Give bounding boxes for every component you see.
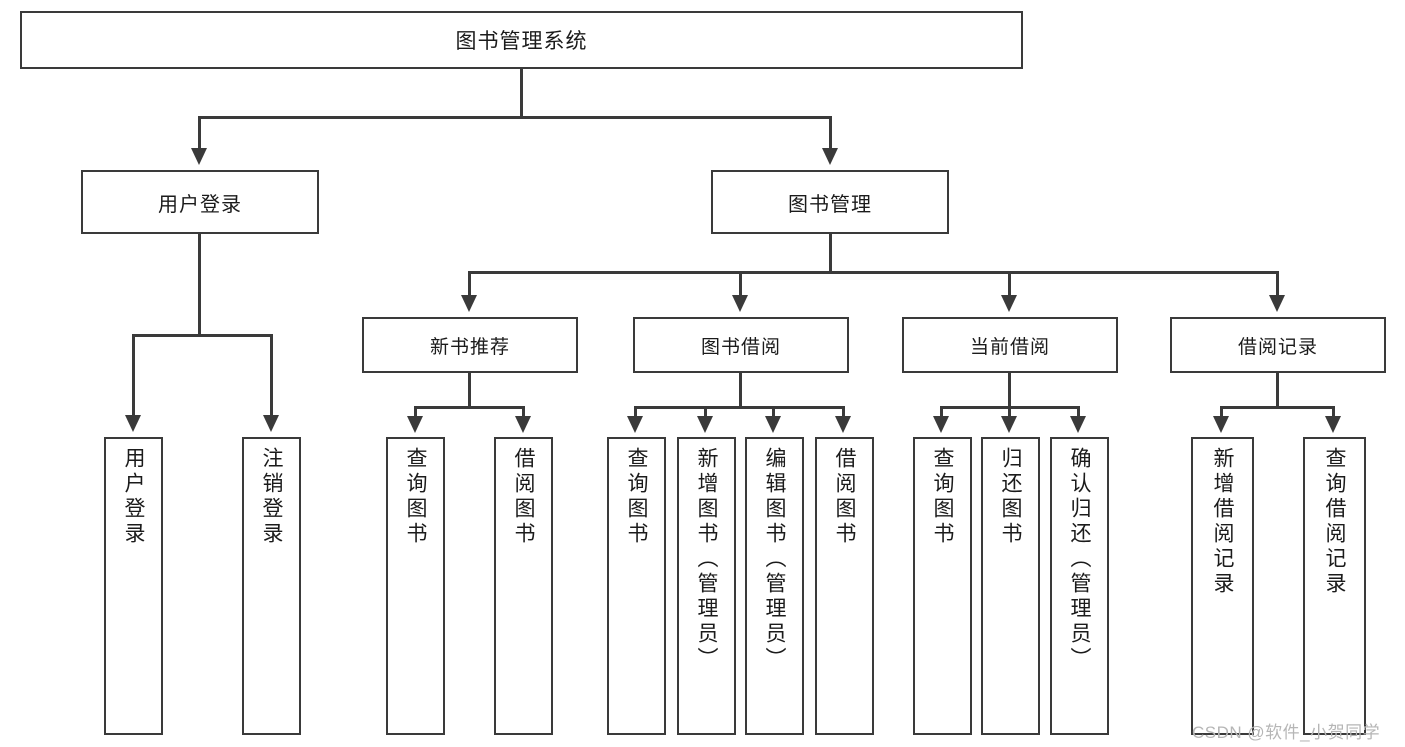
node-book-management[interactable]: 图书管理 xyxy=(711,170,949,234)
edge-current-borrow-to-leaf-0 xyxy=(940,406,943,418)
edge-root-trunk xyxy=(520,69,523,118)
edge-book-manage-to-lvl3-3 xyxy=(1276,271,1279,297)
leaf-current-borrow-2[interactable]: 确认归还（管理员） xyxy=(1050,437,1109,735)
leaf-new-book-1[interactable]: 借阅图书 xyxy=(494,437,553,735)
node-current-borrow[interactable]: 当前借阅 xyxy=(902,317,1118,373)
node-new-book-recommend[interactable]: 新书推荐 xyxy=(362,317,578,373)
arrow-book-manage-to-lvl3-3 xyxy=(1269,295,1285,312)
node-label: 确认归还（管理员） xyxy=(1068,447,1091,672)
leaf-book-borrow-2[interactable]: 编辑图书（管理员） xyxy=(745,437,804,735)
edge-book-borrow-to-leaf-0 xyxy=(634,406,637,418)
arrow-book-manage-to-lvl3-2 xyxy=(1001,295,1017,312)
node-user-login[interactable]: 用户登录 xyxy=(81,170,319,234)
edge-root-to-book-manage xyxy=(829,116,832,150)
arrow-borrow-record-to-leaf-1 xyxy=(1325,416,1341,433)
node-label: 查询图书 xyxy=(625,447,648,547)
edge-book-borrow-to-leaf-3 xyxy=(842,406,845,418)
node-label: 查询图书 xyxy=(404,447,427,547)
node-label: 查询借阅记录 xyxy=(1323,447,1346,597)
leaf-book-borrow-0[interactable]: 查询图书 xyxy=(607,437,666,735)
node-label: 当前借阅 xyxy=(969,336,1050,358)
leaf-user-login-0[interactable]: 用户登录 xyxy=(104,437,163,735)
edge-book-manage-bar xyxy=(468,271,1276,274)
edge-root-bar xyxy=(198,116,832,119)
leaf-current-borrow-1[interactable]: 归还图书 xyxy=(981,437,1040,735)
edge-borrow-record-to-leaf-1 xyxy=(1332,406,1335,418)
leaf-book-borrow-1[interactable]: 新增图书（管理员） xyxy=(677,437,736,735)
node-label: 图书管理系统 xyxy=(455,30,588,53)
node-label: 新书推荐 xyxy=(429,336,510,358)
edge-book-borrow-to-leaf-1 xyxy=(704,406,707,418)
arrow-user-login-to-leaf-0 xyxy=(125,415,141,432)
node-label: 编辑图书（管理员） xyxy=(763,447,786,672)
node-root-system[interactable]: 图书管理系统 xyxy=(20,11,1023,69)
arrow-new-book-to-leaf-1 xyxy=(515,416,531,433)
arrow-borrow-record-to-leaf-0 xyxy=(1213,416,1229,433)
edge-new-book-bar xyxy=(414,406,525,409)
node-label: 归还图书 xyxy=(999,447,1022,547)
node-label: 借阅记录 xyxy=(1237,336,1318,358)
edge-book-manage-trunk xyxy=(829,234,832,274)
node-label: 新增图书（管理员） xyxy=(695,447,718,672)
node-label: 用户登录 xyxy=(158,193,242,216)
arrow-book-borrow-to-leaf-2 xyxy=(765,416,781,433)
edge-current-borrow-trunk xyxy=(1008,373,1011,408)
leaf-borrow-record-1[interactable]: 查询借阅记录 xyxy=(1303,437,1366,735)
node-label: 图书借阅 xyxy=(700,336,781,358)
edge-current-borrow-to-leaf-1 xyxy=(1008,406,1011,418)
edge-borrow-record-to-leaf-0 xyxy=(1220,406,1223,418)
node-label: 借阅图书 xyxy=(512,447,535,547)
arrow-current-borrow-to-leaf-1 xyxy=(1001,416,1017,433)
leaf-borrow-record-0[interactable]: 新增借阅记录 xyxy=(1191,437,1254,735)
edge-book-manage-to-lvl3-1 xyxy=(739,271,742,297)
node-book-borrow[interactable]: 图书借阅 xyxy=(633,317,849,373)
leaf-new-book-0[interactable]: 查询图书 xyxy=(386,437,445,735)
node-label: 借阅图书 xyxy=(833,447,856,547)
edge-book-borrow-to-leaf-2 xyxy=(772,406,775,418)
edge-book-borrow-bar xyxy=(634,406,845,409)
arrow-current-borrow-to-leaf-0 xyxy=(933,416,949,433)
edge-borrow-record-trunk xyxy=(1276,373,1279,408)
edge-borrow-record-bar xyxy=(1220,406,1335,409)
arrow-book-borrow-to-leaf-0 xyxy=(627,416,643,433)
edge-user-login-to-leaf-0 xyxy=(132,334,135,417)
node-borrow-record[interactable]: 借阅记录 xyxy=(1170,317,1386,373)
edge-book-borrow-trunk xyxy=(739,373,742,408)
leaf-book-borrow-3[interactable]: 借阅图书 xyxy=(815,437,874,735)
node-label: 用户登录 xyxy=(122,447,145,547)
arrow-book-manage-to-lvl3-1 xyxy=(732,295,748,312)
leaf-user-login-1[interactable]: 注销登录 xyxy=(242,437,301,735)
edge-user-login-to-leaf-1 xyxy=(270,334,273,417)
edge-book-manage-to-lvl3-2 xyxy=(1008,271,1011,297)
edge-book-manage-to-lvl3-0 xyxy=(468,271,471,297)
edge-user-login-bar xyxy=(132,334,270,337)
edge-user-login-trunk xyxy=(198,234,201,337)
edge-root-to-user-login xyxy=(198,116,201,150)
arrow-book-borrow-to-leaf-3 xyxy=(835,416,851,433)
edge-new-book-to-leaf-1 xyxy=(522,406,525,418)
arrow-current-borrow-to-leaf-2 xyxy=(1070,416,1086,433)
arrow-user-login-to-leaf-1 xyxy=(263,415,279,432)
edge-new-book-to-leaf-0 xyxy=(414,406,417,418)
node-label: 注销登录 xyxy=(260,447,283,547)
arrow-book-borrow-to-leaf-1 xyxy=(697,416,713,433)
arrow-new-book-to-leaf-0 xyxy=(407,416,423,433)
arrow-book-manage-to-lvl3-0 xyxy=(461,295,477,312)
arrow-root-to-user-login xyxy=(191,148,207,165)
node-label: 新增借阅记录 xyxy=(1211,447,1234,597)
leaf-current-borrow-0[interactable]: 查询图书 xyxy=(913,437,972,735)
node-label: 图书管理 xyxy=(788,193,872,216)
edge-current-borrow-to-leaf-2 xyxy=(1077,406,1080,418)
arrow-root-to-book-manage xyxy=(822,148,838,165)
node-label: 查询图书 xyxy=(931,447,954,547)
edge-new-book-trunk xyxy=(468,373,471,408)
